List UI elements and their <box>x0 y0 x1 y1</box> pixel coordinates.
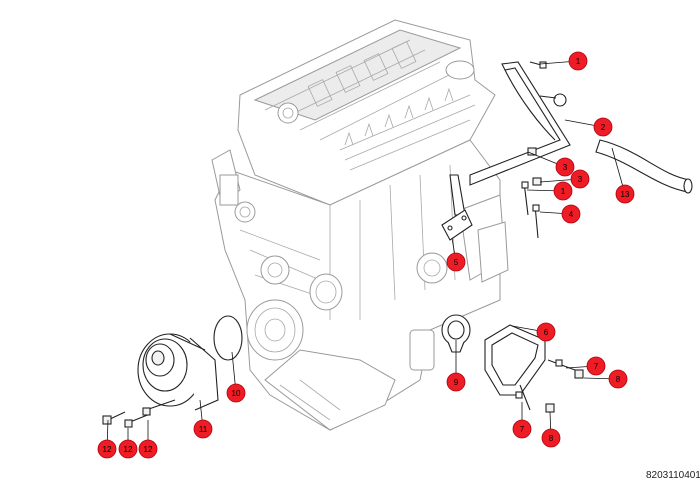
callout-bubble <box>608 369 628 389</box>
callout-label: 13 <box>621 190 630 199</box>
callout-12[interactable]: 12 <box>138 420 158 459</box>
callout-7[interactable]: 7 <box>512 402 532 439</box>
callout-bubble <box>593 117 613 137</box>
callout-label: 3 <box>563 163 568 172</box>
parts <box>102 61 693 428</box>
callout-label: 12 <box>124 445 133 454</box>
callout-label: 9 <box>454 378 459 387</box>
callout-7[interactable]: 7 <box>565 356 606 376</box>
callout-3[interactable]: 3 <box>527 151 575 177</box>
callout-label: 8 <box>549 434 554 443</box>
callout-label: 7 <box>520 425 525 434</box>
callout-bubble <box>568 51 588 71</box>
callout-bubble <box>118 439 138 459</box>
callout-bubble <box>553 181 573 201</box>
callout-2[interactable]: 2 <box>564 117 613 137</box>
callout-label: 5 <box>454 258 459 267</box>
callout-label: 3 <box>578 175 583 184</box>
callout-12[interactable]: 12 <box>118 428 138 459</box>
callout-12[interactable]: 12 <box>97 419 117 459</box>
callout-bubble <box>446 372 466 392</box>
callout-5[interactable]: 5 <box>446 237 466 272</box>
callout-13[interactable]: 13 <box>611 147 635 204</box>
callout-bubble <box>586 356 606 376</box>
callout-bubble <box>555 157 575 177</box>
callout-bubble <box>561 204 581 224</box>
engine-block <box>211 19 509 431</box>
callout-bubble <box>226 383 246 403</box>
callout-label: 11 <box>199 425 208 434</box>
callout-bubble <box>570 169 590 189</box>
callout-bubble <box>193 419 213 439</box>
callout-8[interactable]: 8 <box>541 411 561 448</box>
callout-label: 1 <box>576 57 581 66</box>
callout-bubble <box>512 419 532 439</box>
callout-label: 4 <box>569 210 574 219</box>
callout-label: 1 <box>561 187 566 196</box>
callout-bubble <box>446 252 466 272</box>
callout-label: 7 <box>594 362 599 371</box>
callout-9[interactable]: 9 <box>446 340 466 392</box>
callout-6[interactable]: 6 <box>511 322 556 342</box>
callout-label: 8 <box>616 375 621 384</box>
callout-label: 6 <box>544 328 549 337</box>
callout-label: 2 <box>601 123 606 132</box>
reference-code: 8203110401 <box>646 470 700 481</box>
callout-bubble <box>615 184 635 204</box>
callout-label: 12 <box>144 445 153 454</box>
callout-1[interactable]: 1 <box>539 51 588 71</box>
callout-4[interactable]: 4 <box>539 204 581 224</box>
callout-1[interactable]: 1 <box>526 181 573 201</box>
callout-bubble <box>536 322 556 342</box>
callout-label: 12 <box>103 445 112 454</box>
callout-bubble <box>138 439 158 459</box>
callout-label: 10 <box>232 389 241 398</box>
callout-8[interactable]: 8 <box>583 369 628 389</box>
callout-bubble <box>541 428 561 448</box>
callout-3[interactable]: 3 <box>539 169 590 189</box>
callout-10[interactable]: 10 <box>226 351 246 403</box>
callout-bubble <box>97 439 117 459</box>
callout-11[interactable]: 11 <box>193 399 213 439</box>
